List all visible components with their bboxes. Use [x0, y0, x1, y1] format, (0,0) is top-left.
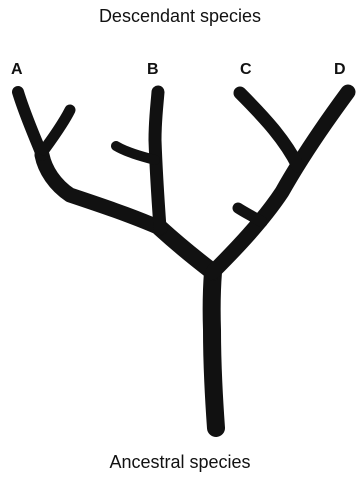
branch-to-c [240, 93, 298, 166]
left-main-branch [160, 228, 213, 272]
trunk-branch [212, 272, 216, 428]
a-side-stub [44, 110, 70, 150]
branch-to-a [18, 92, 42, 155]
ancestral-species-label: Ancestral species [0, 452, 360, 473]
branch-to-a-group [42, 155, 160, 228]
right-main-branch [213, 92, 348, 272]
right-side-stub [238, 208, 262, 222]
